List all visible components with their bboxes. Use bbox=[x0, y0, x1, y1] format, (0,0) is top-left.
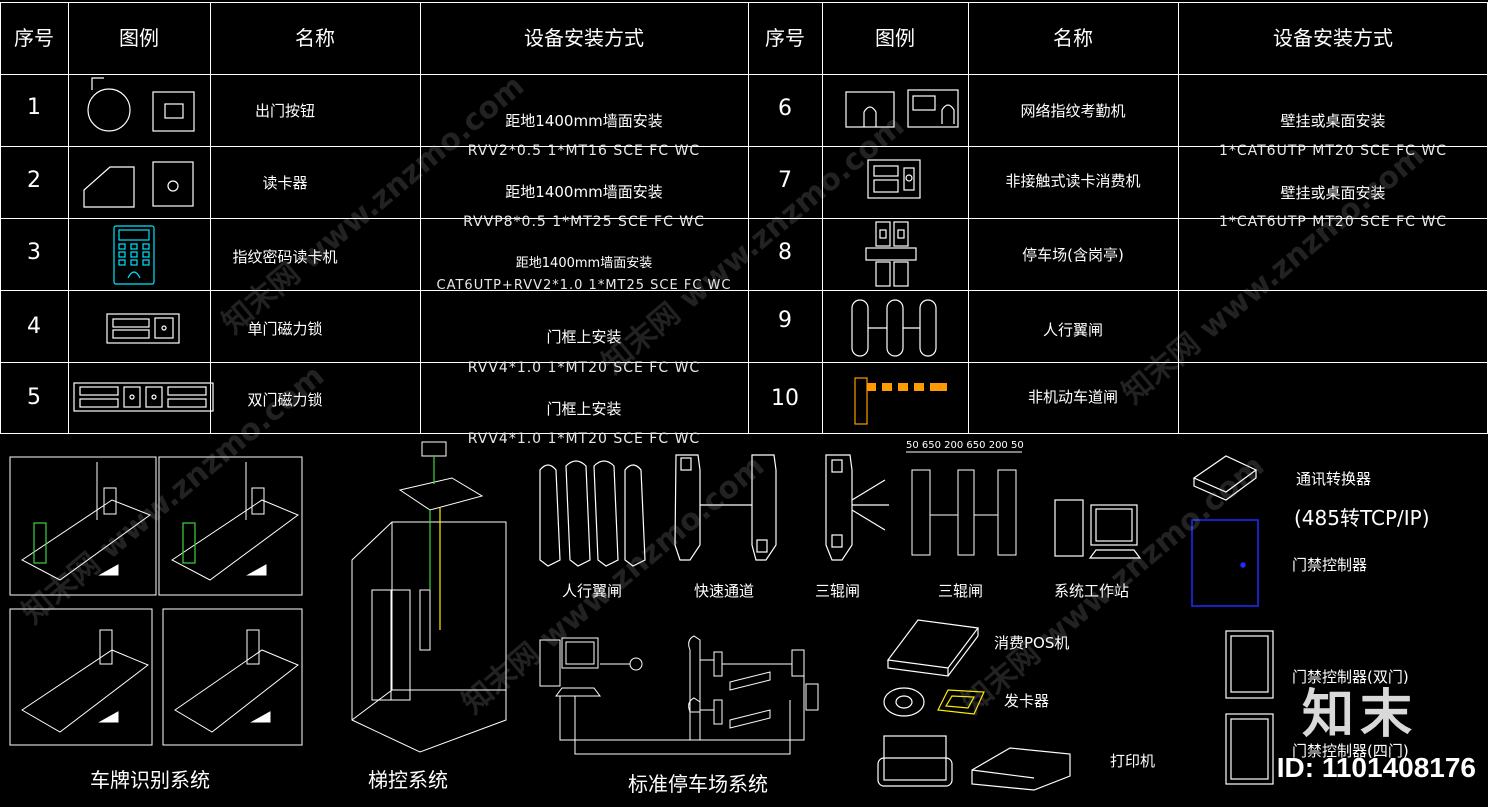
header-legend-left: 图例 bbox=[119, 26, 159, 50]
row-4-no: 4 bbox=[27, 314, 41, 339]
row-5-method: 门框上安装 bbox=[546, 400, 622, 418]
row-8-name: 停车场(含岗亭) bbox=[1022, 246, 1124, 264]
consumption-reader-icon bbox=[867, 159, 921, 199]
door-controller-icon bbox=[1191, 519, 1259, 607]
caption-card-issuer: 发卡器 bbox=[1004, 692, 1050, 710]
parking-gate-icon bbox=[865, 221, 917, 287]
caption-workstation: 系统工作站 bbox=[1054, 582, 1130, 600]
header-method-left: 设备安装方式 bbox=[524, 26, 644, 50]
caption-tripod-1: 三辊闸 bbox=[815, 582, 861, 600]
row-10-name: 非机动车道闸 bbox=[1027, 388, 1118, 406]
row-1-spec: RVV2*0.5 1*MT16 SCE FC WC bbox=[467, 143, 701, 159]
header-name-left: 名称 bbox=[295, 26, 335, 50]
caption-pos: 消费POS机 bbox=[994, 634, 1070, 652]
row-3-name: 指纹密码读卡机 bbox=[232, 248, 338, 266]
row-7-spec: 1*CAT6UTP MT20 SCE FC WC bbox=[1218, 214, 1448, 230]
row-5-no: 5 bbox=[27, 385, 41, 410]
caption-fast-lane: 快速通道 bbox=[694, 582, 755, 600]
multi-door-controller-icons bbox=[1225, 630, 1274, 785]
row-3-method: 距地1400mm墙面安装 bbox=[515, 256, 653, 271]
tripod-plan-drawing bbox=[906, 451, 1022, 556]
exit-button-icon bbox=[87, 77, 195, 132]
fingerprint-keypad-icon bbox=[113, 225, 155, 285]
row-9-name: 人行翼闸 bbox=[1042, 321, 1103, 339]
row-7-name: 非接触式读卡消费机 bbox=[1005, 172, 1141, 190]
elevator-wire-green bbox=[429, 456, 435, 590]
row-3-spec: CAT6UTP+RVV2*1.0 1*MT25 SCE FC WC bbox=[436, 278, 732, 293]
single-maglock-icon bbox=[106, 313, 180, 344]
row-8-no: 8 bbox=[778, 240, 792, 265]
row-2-method: 距地1400mm墙面安装 bbox=[505, 183, 663, 201]
caption-elevator-control: 梯控系统 bbox=[368, 768, 448, 792]
double-maglock-icon bbox=[73, 382, 214, 412]
row-6-name: 网络指纹考勤机 bbox=[1020, 102, 1126, 120]
caption-wing-gate: 人行翼闸 bbox=[562, 582, 623, 600]
workstation-icon bbox=[1054, 499, 1142, 559]
caption-controller-four: 门禁控制器(四门) bbox=[1292, 742, 1409, 760]
caption-door-controller: 门禁控制器 bbox=[1292, 556, 1368, 574]
row-1-no: 1 bbox=[27, 95, 41, 120]
caption-converter: 通讯转换器 bbox=[1296, 470, 1372, 488]
card-issuer-icon bbox=[883, 687, 985, 717]
printer-icons bbox=[877, 735, 1071, 791]
row-6-method: 壁挂或桌面安装 bbox=[1280, 112, 1386, 130]
row-6-no: 6 bbox=[778, 96, 792, 121]
pos-terminal-icon bbox=[886, 619, 980, 677]
row-2-no: 2 bbox=[27, 168, 41, 193]
header-legend-right: 图例 bbox=[875, 26, 915, 50]
row-3-no: 3 bbox=[27, 240, 41, 265]
turnstile-drawings bbox=[539, 454, 889, 567]
plate-kiosk-green bbox=[33, 522, 196, 564]
row-5-spec: RVV4*1.0 1*MT20 SCE FC WC bbox=[467, 431, 701, 447]
plate-recognition-drawing bbox=[9, 456, 303, 746]
caption-converter-protocol: (485转TCP/IP) bbox=[1294, 506, 1430, 530]
attendance-machine-icon bbox=[845, 89, 959, 128]
caption-tripod-2: 三辊闸 bbox=[938, 582, 984, 600]
row-1-name: 出门按钮 bbox=[254, 102, 315, 120]
bike-barrier-icon bbox=[854, 377, 947, 425]
row-2-name: 读卡器 bbox=[262, 174, 308, 192]
row-4-spec: RVV4*1.0 1*MT20 SCE FC WC bbox=[467, 360, 701, 376]
legend-table-grid bbox=[0, 2, 1488, 434]
header-no-right: 序号 bbox=[765, 26, 805, 50]
caption-printer: 打印机 bbox=[1110, 752, 1156, 770]
znzmo-logo: 知末 bbox=[1301, 685, 1418, 745]
parking-system-drawing bbox=[539, 635, 819, 755]
row-5-name: 双门磁力锁 bbox=[247, 391, 323, 409]
header-no-left: 序号 bbox=[14, 26, 54, 50]
elevator-control-drawing bbox=[351, 441, 507, 753]
row-6-spec: 1*CAT6UTP MT20 SCE FC WC bbox=[1218, 143, 1448, 159]
row-2-spec: RVVP8*0.5 1*MT25 SCE FC WC bbox=[463, 214, 705, 230]
row-7-no: 7 bbox=[778, 168, 792, 193]
header-name-right: 名称 bbox=[1053, 26, 1093, 50]
row-4-method: 门框上安装 bbox=[546, 328, 622, 346]
row-9-no: 9 bbox=[778, 308, 792, 333]
id-label: ID: 1101408176 bbox=[1276, 752, 1476, 783]
row-7-method: 壁挂或桌面安装 bbox=[1280, 184, 1386, 202]
caption-controller-double: 门禁控制器(双门) bbox=[1292, 668, 1409, 686]
tripod-dimension-label: 50 650 200 650 200 50 bbox=[906, 440, 1024, 451]
card-reader-icon bbox=[83, 161, 194, 208]
header-method-right: 设备安装方式 bbox=[1273, 26, 1393, 50]
converter-icon bbox=[1192, 455, 1258, 501]
row-10-no: 10 bbox=[771, 386, 799, 411]
row-4-name: 单门磁力锁 bbox=[247, 320, 323, 338]
row-1-method: 距地1400mm墙面安装 bbox=[505, 112, 663, 130]
caption-plate-recognition: 车牌识别系统 bbox=[90, 768, 210, 792]
wing-gate-icon bbox=[851, 299, 937, 357]
caption-parking-system: 标准停车场系统 bbox=[628, 772, 768, 796]
